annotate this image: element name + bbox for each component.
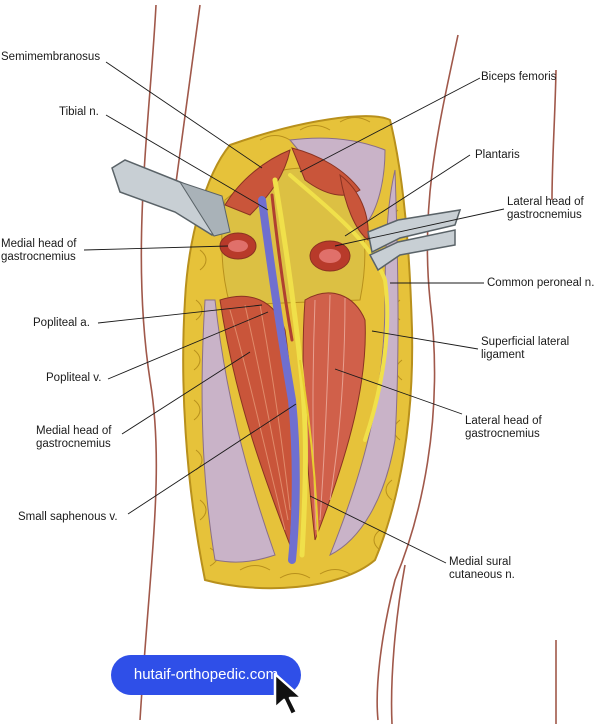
label-superficial-lateral-ligament: Superficial lateral ligament (481, 336, 569, 362)
label-line: Medial sural (449, 556, 511, 568)
popliteal-vein (258, 196, 300, 564)
label-lateral-head-gastrocnemius-lower: Lateral head of gastrocnemius (465, 415, 542, 441)
label-line: Medial head of (1, 238, 77, 250)
label-lateral-head-gastrocnemius-upper: Lateral head of gastrocnemius (507, 196, 584, 222)
muscle-plantaris (339, 173, 369, 241)
medial-head-stump (219, 232, 257, 260)
label-line: cutaneous n. (449, 569, 515, 581)
label-small-saphenous-v: Small saphenous v. (18, 511, 118, 523)
label-line: gastrocnemius (36, 438, 111, 450)
retractor-left (111, 159, 231, 237)
label-plantaris: Plantaris (475, 149, 520, 161)
common-peroneal-nerve (288, 173, 390, 442)
lateral-gastrocnemius-striations (312, 294, 346, 531)
medial-gastrocnemius-striations (229, 304, 291, 531)
label-line: gastrocnemius (507, 209, 582, 221)
label-popliteal-v: Popliteal v. (46, 372, 102, 384)
leader-lines (83, 61, 505, 564)
leg-outline (139, 4, 557, 724)
label-line: Lateral head of (507, 196, 584, 208)
label-line: Medial head of (36, 425, 112, 437)
watermark-link[interactable]: hutaif-orthopedic.com (111, 655, 301, 695)
label-popliteal-a: Popliteal a. (33, 317, 90, 329)
label-biceps-femoris: Biceps femoris (481, 71, 557, 83)
label-common-peroneal-n: Common peroneal n. (487, 277, 595, 289)
label-line: Superficial lateral (481, 336, 570, 348)
label-tibial-n: Tibial n. (59, 106, 99, 118)
fascia-lateral (329, 169, 399, 557)
popliteal-artery (270, 193, 294, 342)
label-line: ligament (481, 349, 525, 361)
tibial-nerve (272, 177, 308, 558)
cursor-arrow-icon (273, 672, 304, 717)
label-line: Lateral head of (465, 415, 542, 427)
fascia-medial (201, 299, 276, 563)
label-medial-head-gastrocnemius-upper: Medial head of gastrocnemius (1, 238, 76, 264)
label-line: gastrocnemius (465, 428, 540, 440)
label-medial-head-gastrocnemius-lower: Medial head of gastrocnemius (36, 425, 111, 451)
label-semimembranosus: Semimembranosus (1, 51, 101, 63)
label-medial-sural-cutaneous-n: Medial sural cutaneous n. (449, 556, 515, 582)
lateral-head-stump (309, 240, 351, 272)
medial-sural-cutaneous-nerve (299, 359, 319, 541)
retractor-right (367, 209, 462, 272)
label-line: gastrocnemius (1, 251, 76, 263)
